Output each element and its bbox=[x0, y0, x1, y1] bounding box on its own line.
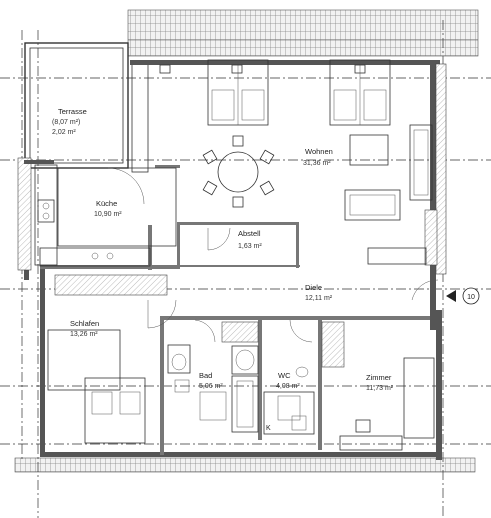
svg-text:Wohnen: Wohnen bbox=[305, 147, 333, 156]
schlafen-door bbox=[147, 299, 177, 329]
svg-text:2,02 m²: 2,02 m² bbox=[52, 129, 76, 136]
roof-bottom bbox=[14, 457, 476, 473]
kitchen-counter bbox=[34, 164, 177, 267]
room-label-schlafen: Schlafen 13,26 m² bbox=[70, 319, 99, 338]
svg-text:Schlafen: Schlafen bbox=[70, 319, 99, 328]
interior-walls bbox=[40, 165, 430, 455]
room-label-terrasse: Terrasse (8,07 m²) 2,02 m² bbox=[52, 107, 87, 136]
sofa bbox=[344, 124, 433, 221]
room-label-kueche: Küche 10,90 m² bbox=[94, 199, 122, 218]
entrance-arrow-icon bbox=[446, 290, 456, 302]
svg-text:10,90 m²: 10,90 m² bbox=[94, 211, 122, 218]
svg-text:Zimmer: Zimmer bbox=[366, 373, 392, 382]
svg-text:Abstell: Abstell bbox=[238, 229, 261, 238]
svg-text:Terrasse: Terrasse bbox=[58, 107, 87, 116]
room-label-abstell: Abstell 1,63 m² bbox=[238, 229, 262, 250]
wc-fixtures: K bbox=[263, 366, 315, 435]
svg-text:Diele: Diele bbox=[305, 283, 322, 292]
diele-doors bbox=[194, 279, 439, 343]
room-label-diele: Diele 12,11 m² bbox=[305, 283, 333, 302]
svg-text:Bad: Bad bbox=[199, 371, 212, 380]
outer-walls bbox=[17, 60, 447, 460]
svg-text:4,08 m²: 4,08 m² bbox=[276, 383, 300, 390]
svg-text:Küche: Küche bbox=[96, 199, 117, 208]
svg-text:31,36 m²: 31,36 m² bbox=[303, 160, 331, 167]
room-label-bad: Bad 5,06 m² bbox=[199, 371, 223, 390]
wardrobe-schlafen bbox=[54, 274, 168, 296]
bad-fixtures bbox=[167, 321, 259, 433]
roof-top bbox=[127, 9, 479, 57]
zimmer-furniture bbox=[321, 321, 435, 451]
entrance-marker: 10 bbox=[446, 287, 480, 305]
room-label-zimmer: Zimmer 11,73 m² bbox=[366, 373, 394, 392]
svg-text:1,63 m²: 1,63 m² bbox=[238, 243, 262, 250]
entrance-marker-label: 10 bbox=[467, 294, 475, 301]
dining-table bbox=[202, 135, 275, 208]
shelf-right bbox=[367, 209, 438, 266]
svg-text:11,73 m²: 11,73 m² bbox=[366, 385, 394, 392]
room-label-wohnen: Wohnen 31,36 m² bbox=[303, 147, 333, 167]
svg-text:5,06 m²: 5,06 m² bbox=[199, 383, 223, 390]
windows-top bbox=[159, 59, 391, 126]
appliance-label: K bbox=[266, 425, 271, 432]
abstell-door bbox=[207, 227, 231, 251]
svg-text:12,11 m²: 12,11 m² bbox=[305, 295, 333, 302]
svg-text:(8,07 m²): (8,07 m²) bbox=[52, 119, 80, 126]
svg-text:WC: WC bbox=[278, 371, 291, 380]
svg-text:13,26 m²: 13,26 m² bbox=[70, 331, 98, 338]
bed-schlafen bbox=[47, 329, 146, 444]
room-label-wc: WC 4,08 m² bbox=[276, 371, 300, 390]
